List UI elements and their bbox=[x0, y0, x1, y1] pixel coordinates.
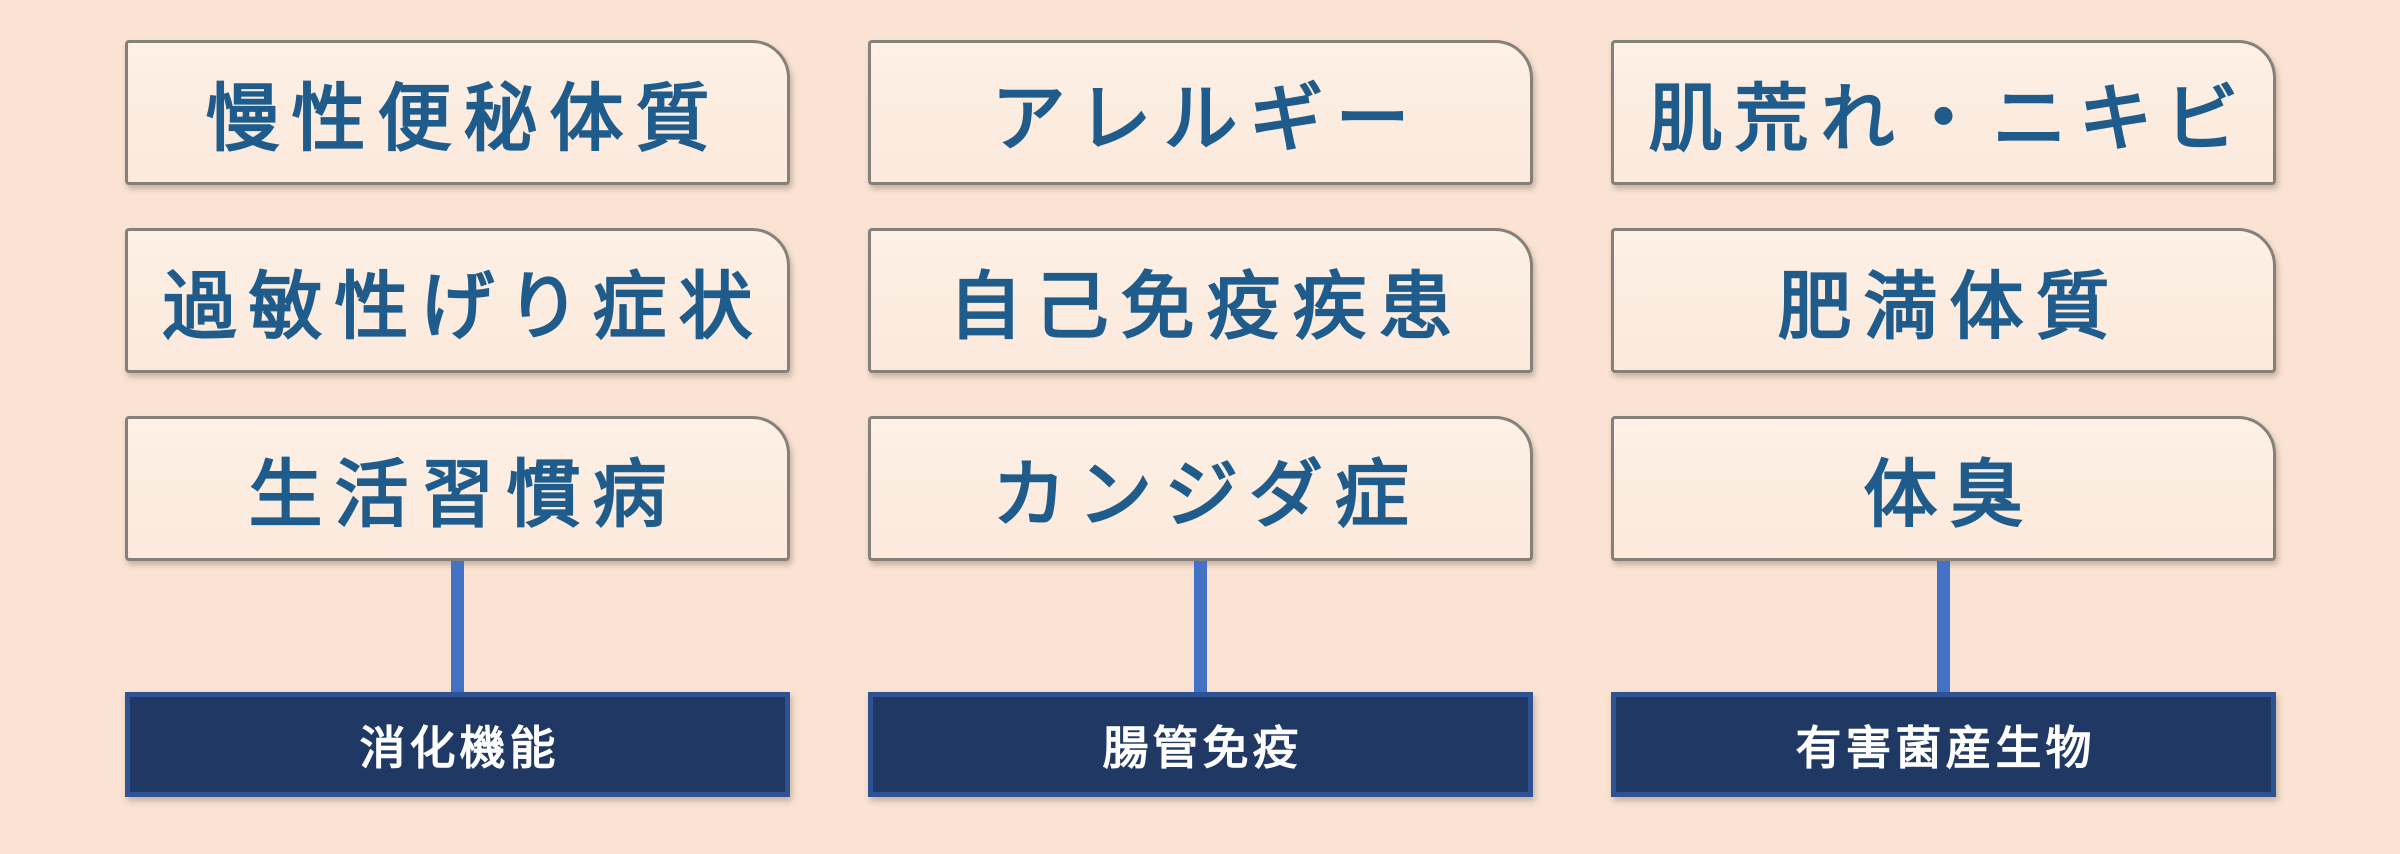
category-label: 消化機能 bbox=[125, 692, 790, 797]
column-harmful-bacteria-products: 肌荒れ・ニキビ 肥満体質 体臭 有害菌産生物 bbox=[1611, 40, 2276, 797]
column-digestive-function: 慢性便秘体質 過敏性げり症状 生活習慣病 消化機能 bbox=[125, 40, 790, 797]
symptom-box: 自己免疫疾患 bbox=[868, 228, 1533, 373]
connector-line bbox=[1194, 561, 1207, 692]
symptom-box: 体臭 bbox=[1611, 416, 2276, 561]
symptom-box: アレルギー bbox=[868, 40, 1533, 185]
connector-line bbox=[451, 561, 464, 692]
gut-health-diagram: 慢性便秘体質 過敏性げり症状 生活習慣病 消化機能 アレルギー 自己免疫疾患 カ… bbox=[125, 40, 2276, 797]
category-label: 有害菌産生物 bbox=[1611, 692, 2276, 797]
symptom-box: 過敏性げり症状 bbox=[125, 228, 790, 373]
symptom-box: 生活習慣病 bbox=[125, 416, 790, 561]
symptom-box: カンジダ症 bbox=[868, 416, 1533, 561]
symptom-box: 肌荒れ・ニキビ bbox=[1611, 40, 2276, 185]
symptom-box: 肥満体質 bbox=[1611, 228, 2276, 373]
category-label: 腸管免疫 bbox=[868, 692, 1533, 797]
symptom-box: 慢性便秘体質 bbox=[125, 40, 790, 185]
connector-line bbox=[1937, 561, 1950, 692]
column-intestinal-immunity: アレルギー 自己免疫疾患 カンジダ症 腸管免疫 bbox=[868, 40, 1533, 797]
